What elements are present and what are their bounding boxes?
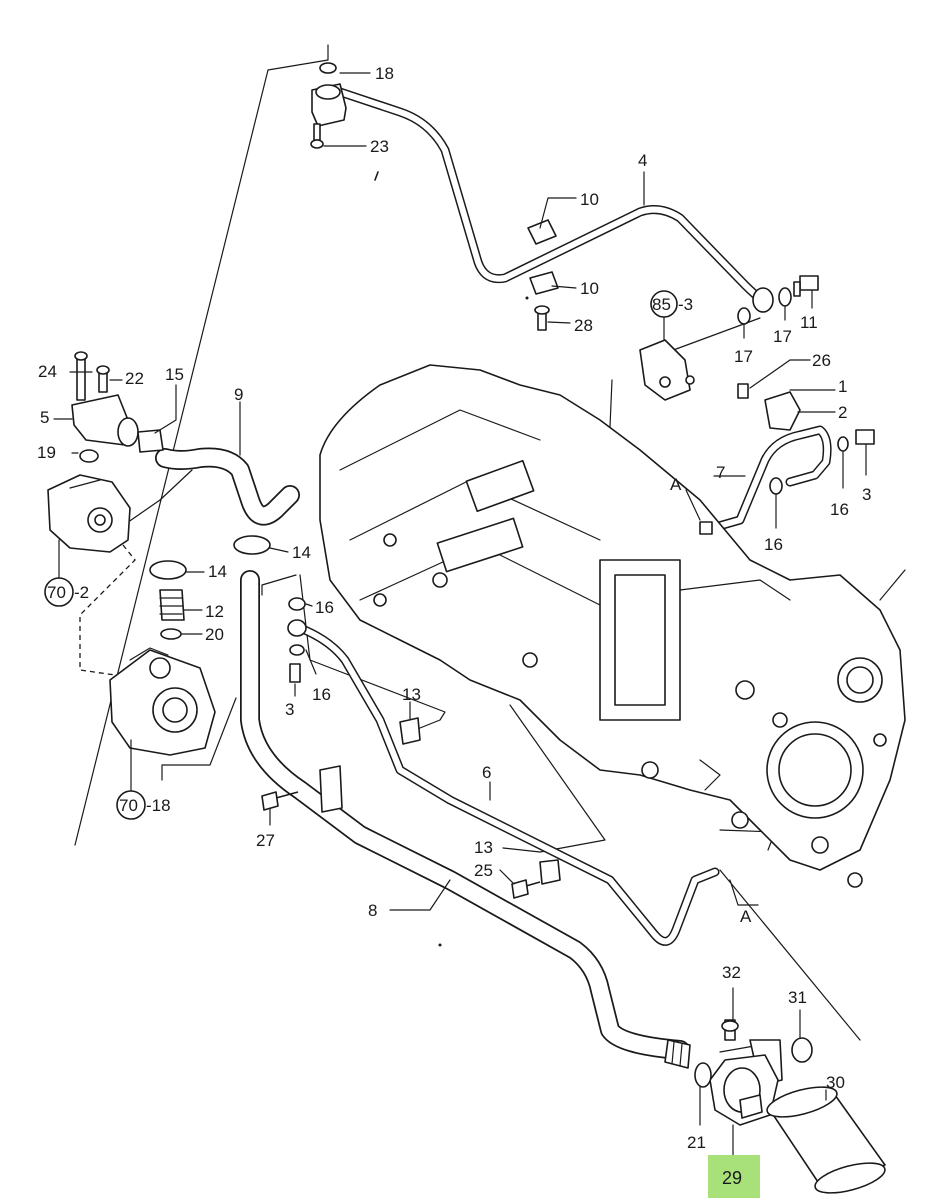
callout-15: 15 — [165, 365, 184, 384]
pipe-clamps — [527, 219, 559, 331]
callout-22: 22 — [125, 369, 144, 388]
pump-70-18 — [109, 647, 216, 756]
callout-3-right: 3 — [862, 485, 871, 504]
callout-16-mid: 16 — [764, 535, 783, 554]
callout-23: 23 — [370, 137, 389, 156]
callout-12: 12 — [205, 602, 224, 621]
callout-26: 26 — [812, 351, 831, 370]
ref-70-18-suffix: -18 — [146, 796, 171, 815]
callout-1: 1 — [838, 377, 847, 396]
callout-32: 32 — [722, 963, 741, 982]
oil-pipe-4 — [335, 87, 767, 305]
hose-clamps-14 — [149, 535, 271, 580]
hose-end-fitting — [664, 1039, 691, 1069]
callout-13-lower: 13 — [474, 838, 493, 857]
pump-70-2 — [47, 449, 131, 553]
ref-circle-70-2: 70 -2 — [44, 539, 89, 607]
callout-6: 6 — [482, 763, 491, 782]
hose-9 — [155, 447, 300, 526]
oil-hose-8 — [240, 570, 690, 1060]
callout-11: 11 — [800, 313, 818, 332]
callout-13-upper: 13 — [402, 685, 421, 704]
callout-31: 31 — [788, 988, 807, 1007]
callout-2: 2 — [838, 403, 847, 422]
fittings-16-3 — [287, 597, 307, 683]
callout-28: 28 — [574, 316, 593, 335]
callout-24: 24 — [38, 362, 57, 381]
callout-5: 5 — [40, 408, 49, 427]
bracket-85 — [639, 339, 695, 401]
callout-9: 9 — [234, 385, 243, 404]
callout-16-right: 16 — [830, 500, 849, 519]
callout-17-right: 17 — [773, 327, 792, 346]
ref-circle-85-3: 85 -3 — [650, 290, 693, 341]
callout-4: 4 — [638, 151, 647, 170]
ref-70-2-suffix: -2 — [74, 583, 89, 602]
transmission-housing — [319, 364, 906, 888]
ref-70-18-num: 70 — [119, 796, 138, 815]
filter-head-29 — [694, 1019, 813, 1126]
oil-pipe-7 — [700, 425, 832, 535]
callout-10-bottom: 10 — [580, 279, 599, 298]
oil-filter-30 — [766, 1086, 886, 1194]
banjo-fitting-right — [737, 275, 819, 325]
highlight-label: 29 — [722, 1168, 742, 1188]
ref-85-suffix: -3 — [678, 295, 693, 314]
callout-20: 20 — [205, 625, 224, 644]
ref-a-top: A — [670, 475, 682, 494]
callout-14-right: 14 — [292, 543, 311, 562]
ref-85-num: 85 — [652, 295, 671, 314]
callout-17-left: 17 — [734, 347, 753, 366]
callout-18: 18 — [375, 64, 394, 83]
ref-70-2-num: 70 — [47, 583, 66, 602]
callout-14-left: 14 — [208, 562, 227, 581]
callout-27: 27 — [256, 831, 275, 850]
callout-3-left: 3 — [285, 700, 294, 719]
bracket-right — [699, 383, 875, 535]
callout-16-lower: 16 — [312, 685, 331, 704]
callout-10-top: 10 — [580, 190, 599, 209]
highlight-callout-29[interactable]: 29 — [708, 1155, 760, 1198]
oil-pipe-6 — [295, 623, 720, 946]
ref-circle-70-18: 70 -18 — [116, 739, 171, 820]
union-12 — [159, 589, 185, 640]
pipe-fitting-top — [310, 62, 379, 181]
callout-21: 21 — [687, 1133, 706, 1152]
callout-25: 25 — [474, 861, 493, 880]
clamps-13 — [319, 717, 561, 885]
elbow-fitting-5 — [71, 351, 164, 453]
callout-8: 8 — [368, 901, 377, 920]
callout-16-upper: 16 — [315, 598, 334, 617]
bolts-25-27 — [261, 791, 541, 899]
callout-19: 19 — [37, 443, 56, 462]
ref-a-bottom: A — [740, 907, 752, 926]
callout-7: 7 — [716, 463, 725, 482]
callout-30: 30 — [826, 1073, 845, 1092]
callout-labels: 18 23 4 10 10 28 11 17 17 26 1 2 3 16 16… — [37, 64, 871, 1156]
